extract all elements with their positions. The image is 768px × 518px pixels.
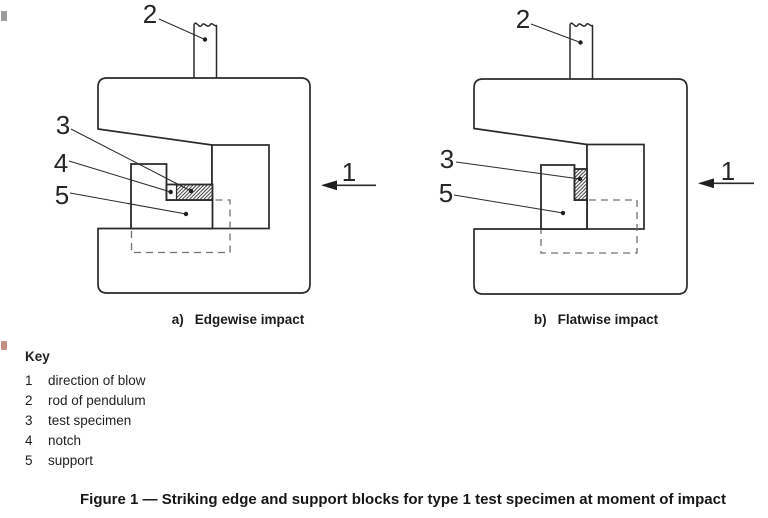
- label-blow-a: 1: [341, 157, 357, 187]
- figure-caption: Figure 1 — Striking edge and support blo…: [80, 491, 726, 508]
- key-item-label: notch: [48, 433, 82, 448]
- leader-dots-b: [560, 40, 583, 216]
- pendulum-rod-fill: [194, 23, 217, 78]
- pendulum-rod-fill: [570, 23, 593, 79]
- key-item-4: 4 notch: [25, 433, 146, 453]
- test-specimen-outline: [165, 183, 214, 201]
- key-item-num: 1: [25, 373, 33, 388]
- diagram-a-edgewise: [68, 18, 376, 294]
- label-specimen-a: 3: [55, 110, 71, 140]
- key-item-num: 2: [25, 393, 33, 408]
- key-item-5: 5 support: [25, 453, 146, 473]
- striking-head-outline: [97, 77, 311, 294]
- leader-lines-a: [68, 18, 206, 215]
- caption-flatwise: b) Flatwise impact: [534, 312, 658, 327]
- key-item-3: 3 test specimen: [25, 413, 146, 433]
- key-item-label: support: [48, 453, 94, 468]
- label-rod-b: 2: [515, 4, 531, 34]
- striking-edge-block: [211, 144, 270, 230]
- label-rod-a: 2: [142, 0, 158, 29]
- margin-mark-top: [1, 11, 7, 21]
- key-item-1: 1 direction of blow: [25, 373, 146, 393]
- diagram-b-flatwise: [453, 22, 754, 295]
- label-blow-b: 1: [720, 156, 736, 186]
- blow-arrow-head-a: [321, 180, 337, 191]
- label-specimen-b: 3: [439, 144, 455, 174]
- caption-letter-a: a): [171, 312, 184, 327]
- key-item-label: test specimen: [48, 413, 132, 428]
- key-item-num: 5: [25, 453, 33, 468]
- label-support-a: 5: [54, 180, 70, 210]
- label-support-b: 5: [438, 178, 454, 208]
- key-item-num: 3: [25, 413, 33, 428]
- hidden-support-outline-dashed: [540, 199, 638, 254]
- margin-mark-bottom: [1, 341, 7, 350]
- leader-lines-b: [453, 23, 581, 214]
- caption-text-b: Flatwise impact: [557, 312, 659, 327]
- striking-edge-block: [586, 143, 645, 230]
- pendulum-rod: [569, 22, 594, 79]
- key-title: Key: [25, 349, 50, 364]
- caption-letter-b: b): [533, 312, 547, 327]
- caption-text-a: Edgewise impact: [194, 312, 305, 327]
- key-item-2: 2 rod of pendulum: [25, 393, 146, 413]
- leader-dots-a: [168, 37, 208, 217]
- blow-arrow-head-b: [698, 178, 714, 189]
- striking-head-outline: [473, 78, 688, 295]
- label-notch-a: 4: [53, 148, 69, 178]
- caption-edgewise: a) Edgewise impact: [172, 312, 305, 327]
- pendulum-rod: [193, 22, 218, 78]
- key-item-num: 4: [25, 433, 33, 448]
- key-item-label: direction of blow: [48, 373, 146, 388]
- test-specimen-outline: [573, 168, 588, 201]
- key-item-label: rod of pendulum: [48, 393, 146, 408]
